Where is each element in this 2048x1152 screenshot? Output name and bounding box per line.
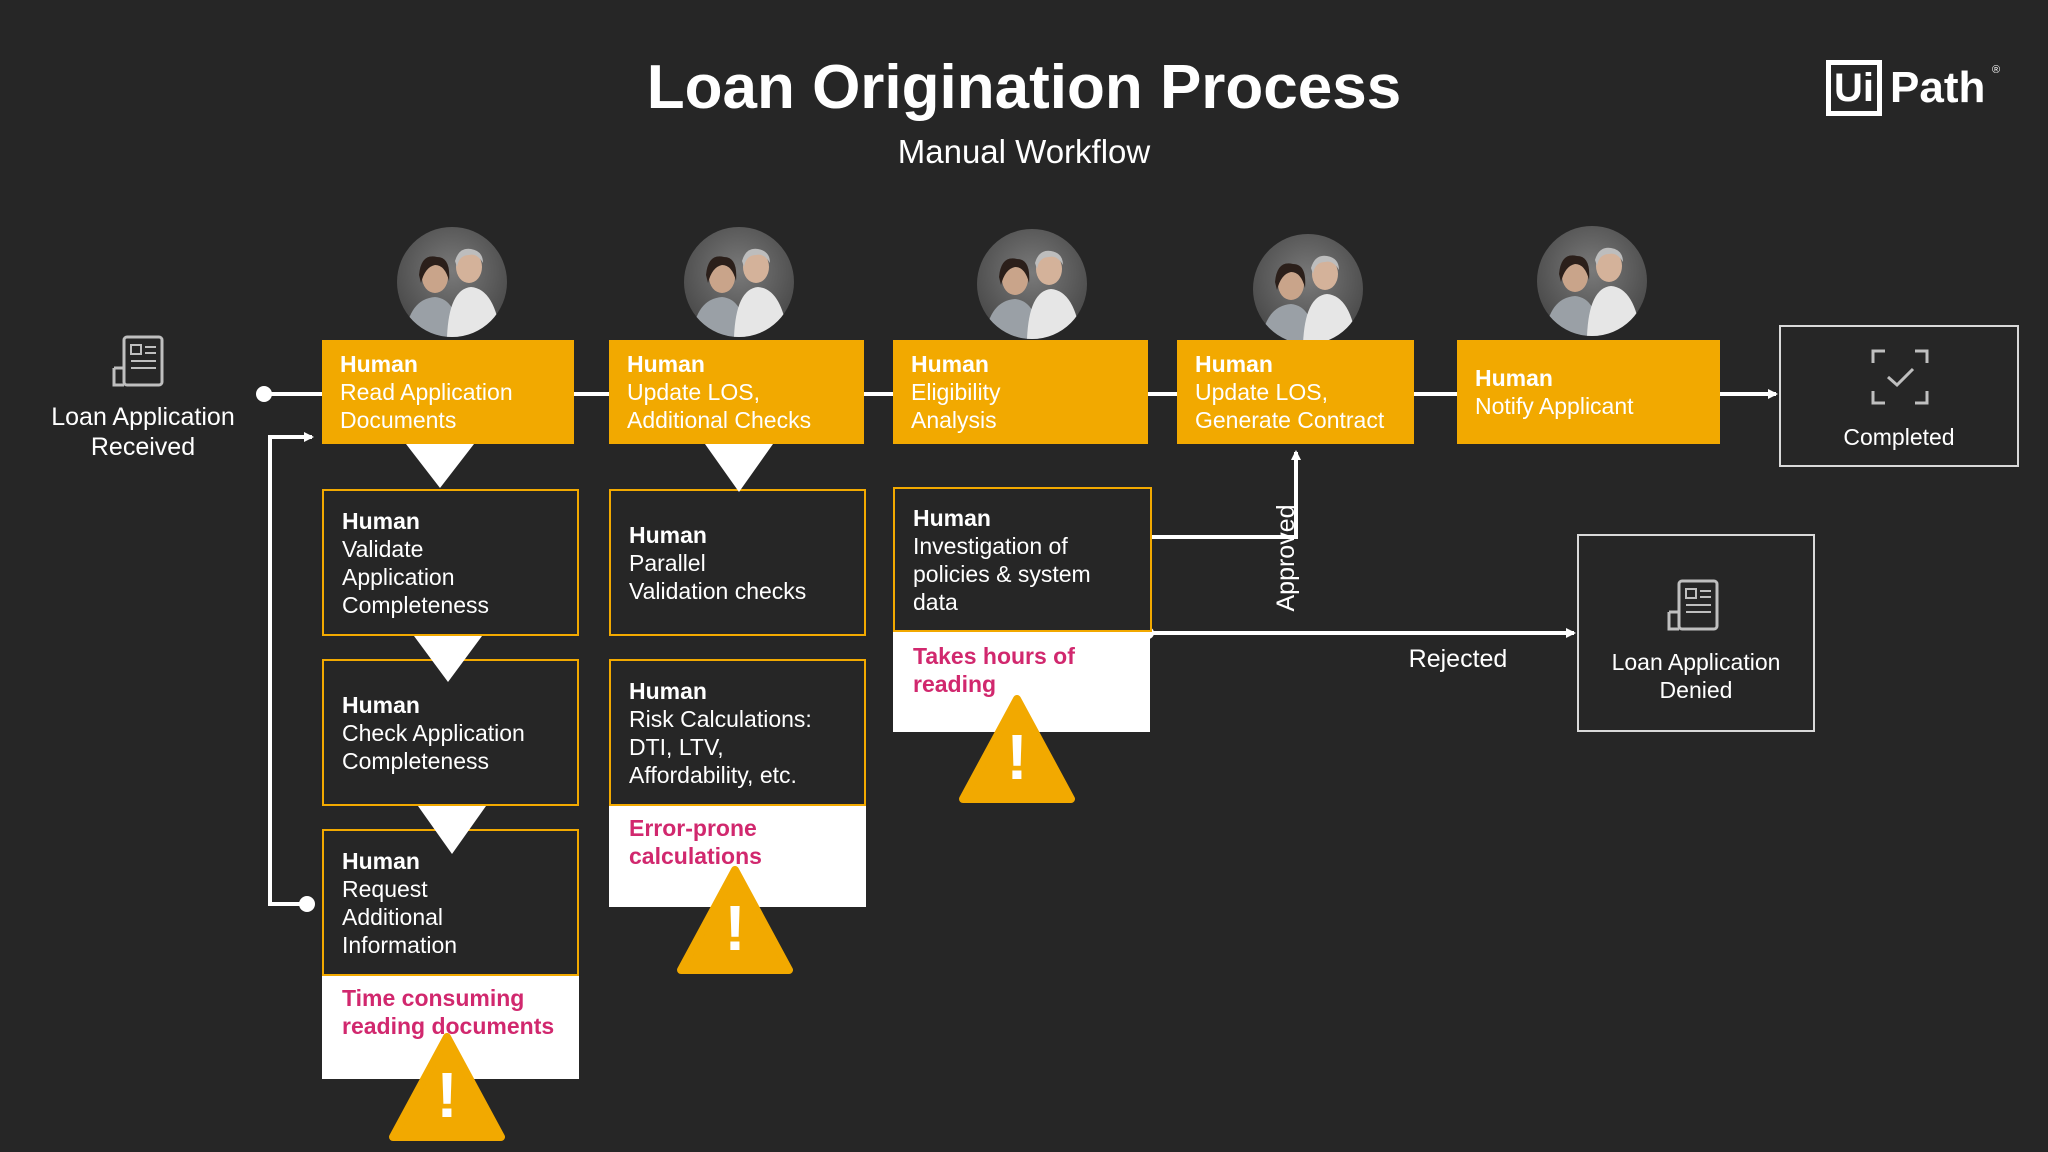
step-text: Request <box>342 875 428 902</box>
warning-symbol: ! <box>724 892 746 964</box>
step-text: Update LOS, <box>627 379 760 405</box>
step-text: Documents <box>340 407 457 433</box>
step-validate-completeness: Human Validate Application Completeness <box>322 489 579 636</box>
step-role: Human <box>342 847 420 874</box>
down-arrow-icon <box>414 636 482 682</box>
step-text: Parallel <box>629 549 706 576</box>
step-notify-applicant: Human Notify Applicant <box>1457 340 1720 444</box>
scan-check-icon <box>1871 349 1929 405</box>
step-text: Affordability, etc. <box>629 761 797 788</box>
step-risk-calculations: Human Risk Calculations: DTI, LTV, Affor… <box>609 659 866 806</box>
step-text: Risk Calculations: <box>629 705 812 732</box>
down-arrow-icon <box>705 444 773 492</box>
step-check-completeness: Human Check Application Completeness <box>322 659 579 806</box>
step-text: Completeness <box>342 747 490 774</box>
start-label-line1: Loan Application <box>51 403 235 431</box>
step-role: Human <box>342 507 420 534</box>
warning-text: calculations <box>629 843 762 869</box>
step-text: Notify Applicant <box>1475 393 1634 419</box>
down-arrow-icon <box>418 806 486 854</box>
people-icon <box>985 250 1081 339</box>
step-role: Human <box>342 691 420 718</box>
flow-start-dot <box>256 386 272 402</box>
warning-icon: ! <box>389 1033 505 1141</box>
step-text: Analysis <box>911 407 997 433</box>
step-text: Read Application <box>340 379 513 405</box>
logo-box-text: Ui <box>1826 60 1882 116</box>
warning-text: Error-prone <box>629 815 757 841</box>
approved-label: Approved <box>1272 504 1300 612</box>
step-text: Validate <box>342 535 424 562</box>
warning-icon: ! <box>677 866 793 974</box>
step-text: DTI, LTV, <box>629 733 724 760</box>
people-icon <box>405 248 501 337</box>
page-subtitle: Manual Workflow <box>897 133 1151 170</box>
warning-icon: ! <box>959 695 1075 803</box>
step-text: Information <box>342 931 458 958</box>
step-role: Human <box>340 351 418 377</box>
step-text: Update LOS, <box>1195 379 1328 405</box>
avatar <box>977 229 1087 339</box>
step-text: Check Application <box>342 719 525 746</box>
logo-registered-mark: ® <box>1992 64 2001 76</box>
completed-label: Completed <box>1843 424 1955 450</box>
step-role: Human <box>911 351 989 377</box>
down-arrow-icon <box>406 444 474 488</box>
uipath-logo: Ui Path ® <box>1826 56 2002 120</box>
document-icon <box>1667 579 1719 631</box>
step-text: Generate Contract <box>1195 407 1385 433</box>
document-icon <box>112 335 164 387</box>
step-text: policies & system <box>913 560 1091 587</box>
step-text: Validation checks <box>629 577 807 604</box>
step-text: Investigation of <box>913 532 1068 559</box>
step-parallel-validation: Human Parallel Validation checks <box>609 489 866 636</box>
denied-box: Loan Application Denied <box>1577 534 1815 732</box>
people-icon <box>692 248 788 337</box>
step-text: data <box>913 588 958 615</box>
step-update-los-checks: Human Update LOS, Additional Checks <box>609 340 864 444</box>
step-role: Human <box>629 677 707 704</box>
step-role: Human <box>913 504 991 531</box>
step-text: Eligibility <box>911 379 1001 405</box>
warning-text: Takes hours of <box>913 643 1075 669</box>
step-read-documents: Human Read Application Documents <box>322 340 574 444</box>
start-label: Loan Application Received <box>40 402 246 462</box>
warning-symbol: ! <box>436 1059 458 1131</box>
step-role: Human <box>629 521 707 548</box>
avatar <box>397 227 507 337</box>
step-text: Completeness <box>342 591 490 618</box>
step-eligibility-analysis: Human Eligibility Analysis <box>893 340 1148 444</box>
denied-label-line2: Denied <box>1659 677 1733 703</box>
step-text: Additional <box>342 903 444 930</box>
completed-box: Completed <box>1779 325 2019 467</box>
loop-back-dot <box>299 896 315 912</box>
step-role: Human <box>1195 351 1273 377</box>
loop-back-line <box>268 432 314 906</box>
denied-label-line1: Loan Application <box>1611 649 1781 675</box>
logo-rest-text: Path <box>1890 63 1986 112</box>
avatar <box>684 227 794 337</box>
step-investigation: Human Investigation of policies & system… <box>893 487 1152 632</box>
avatar <box>1537 226 1647 336</box>
step-generate-contract: Human Update LOS, Generate Contract <box>1177 340 1414 444</box>
step-role: Human <box>627 351 705 377</box>
warning-text: reading <box>913 671 997 697</box>
people-icon <box>1261 255 1357 344</box>
step-request-information: Human Request Additional Information <box>322 829 579 976</box>
step-text: Application <box>342 563 455 590</box>
page-title: Loan Origination Process <box>646 53 1402 122</box>
avatar <box>1253 234 1363 344</box>
step-text: Additional Checks <box>627 407 812 433</box>
start-label-line2: Received <box>90 433 196 461</box>
warning-symbol: ! <box>1006 721 1028 793</box>
people-icon <box>1545 247 1641 336</box>
warning-text: Time consuming <box>342 985 525 1011</box>
step-role: Human <box>1475 365 1553 391</box>
rejected-label: Rejected <box>1408 645 1508 673</box>
